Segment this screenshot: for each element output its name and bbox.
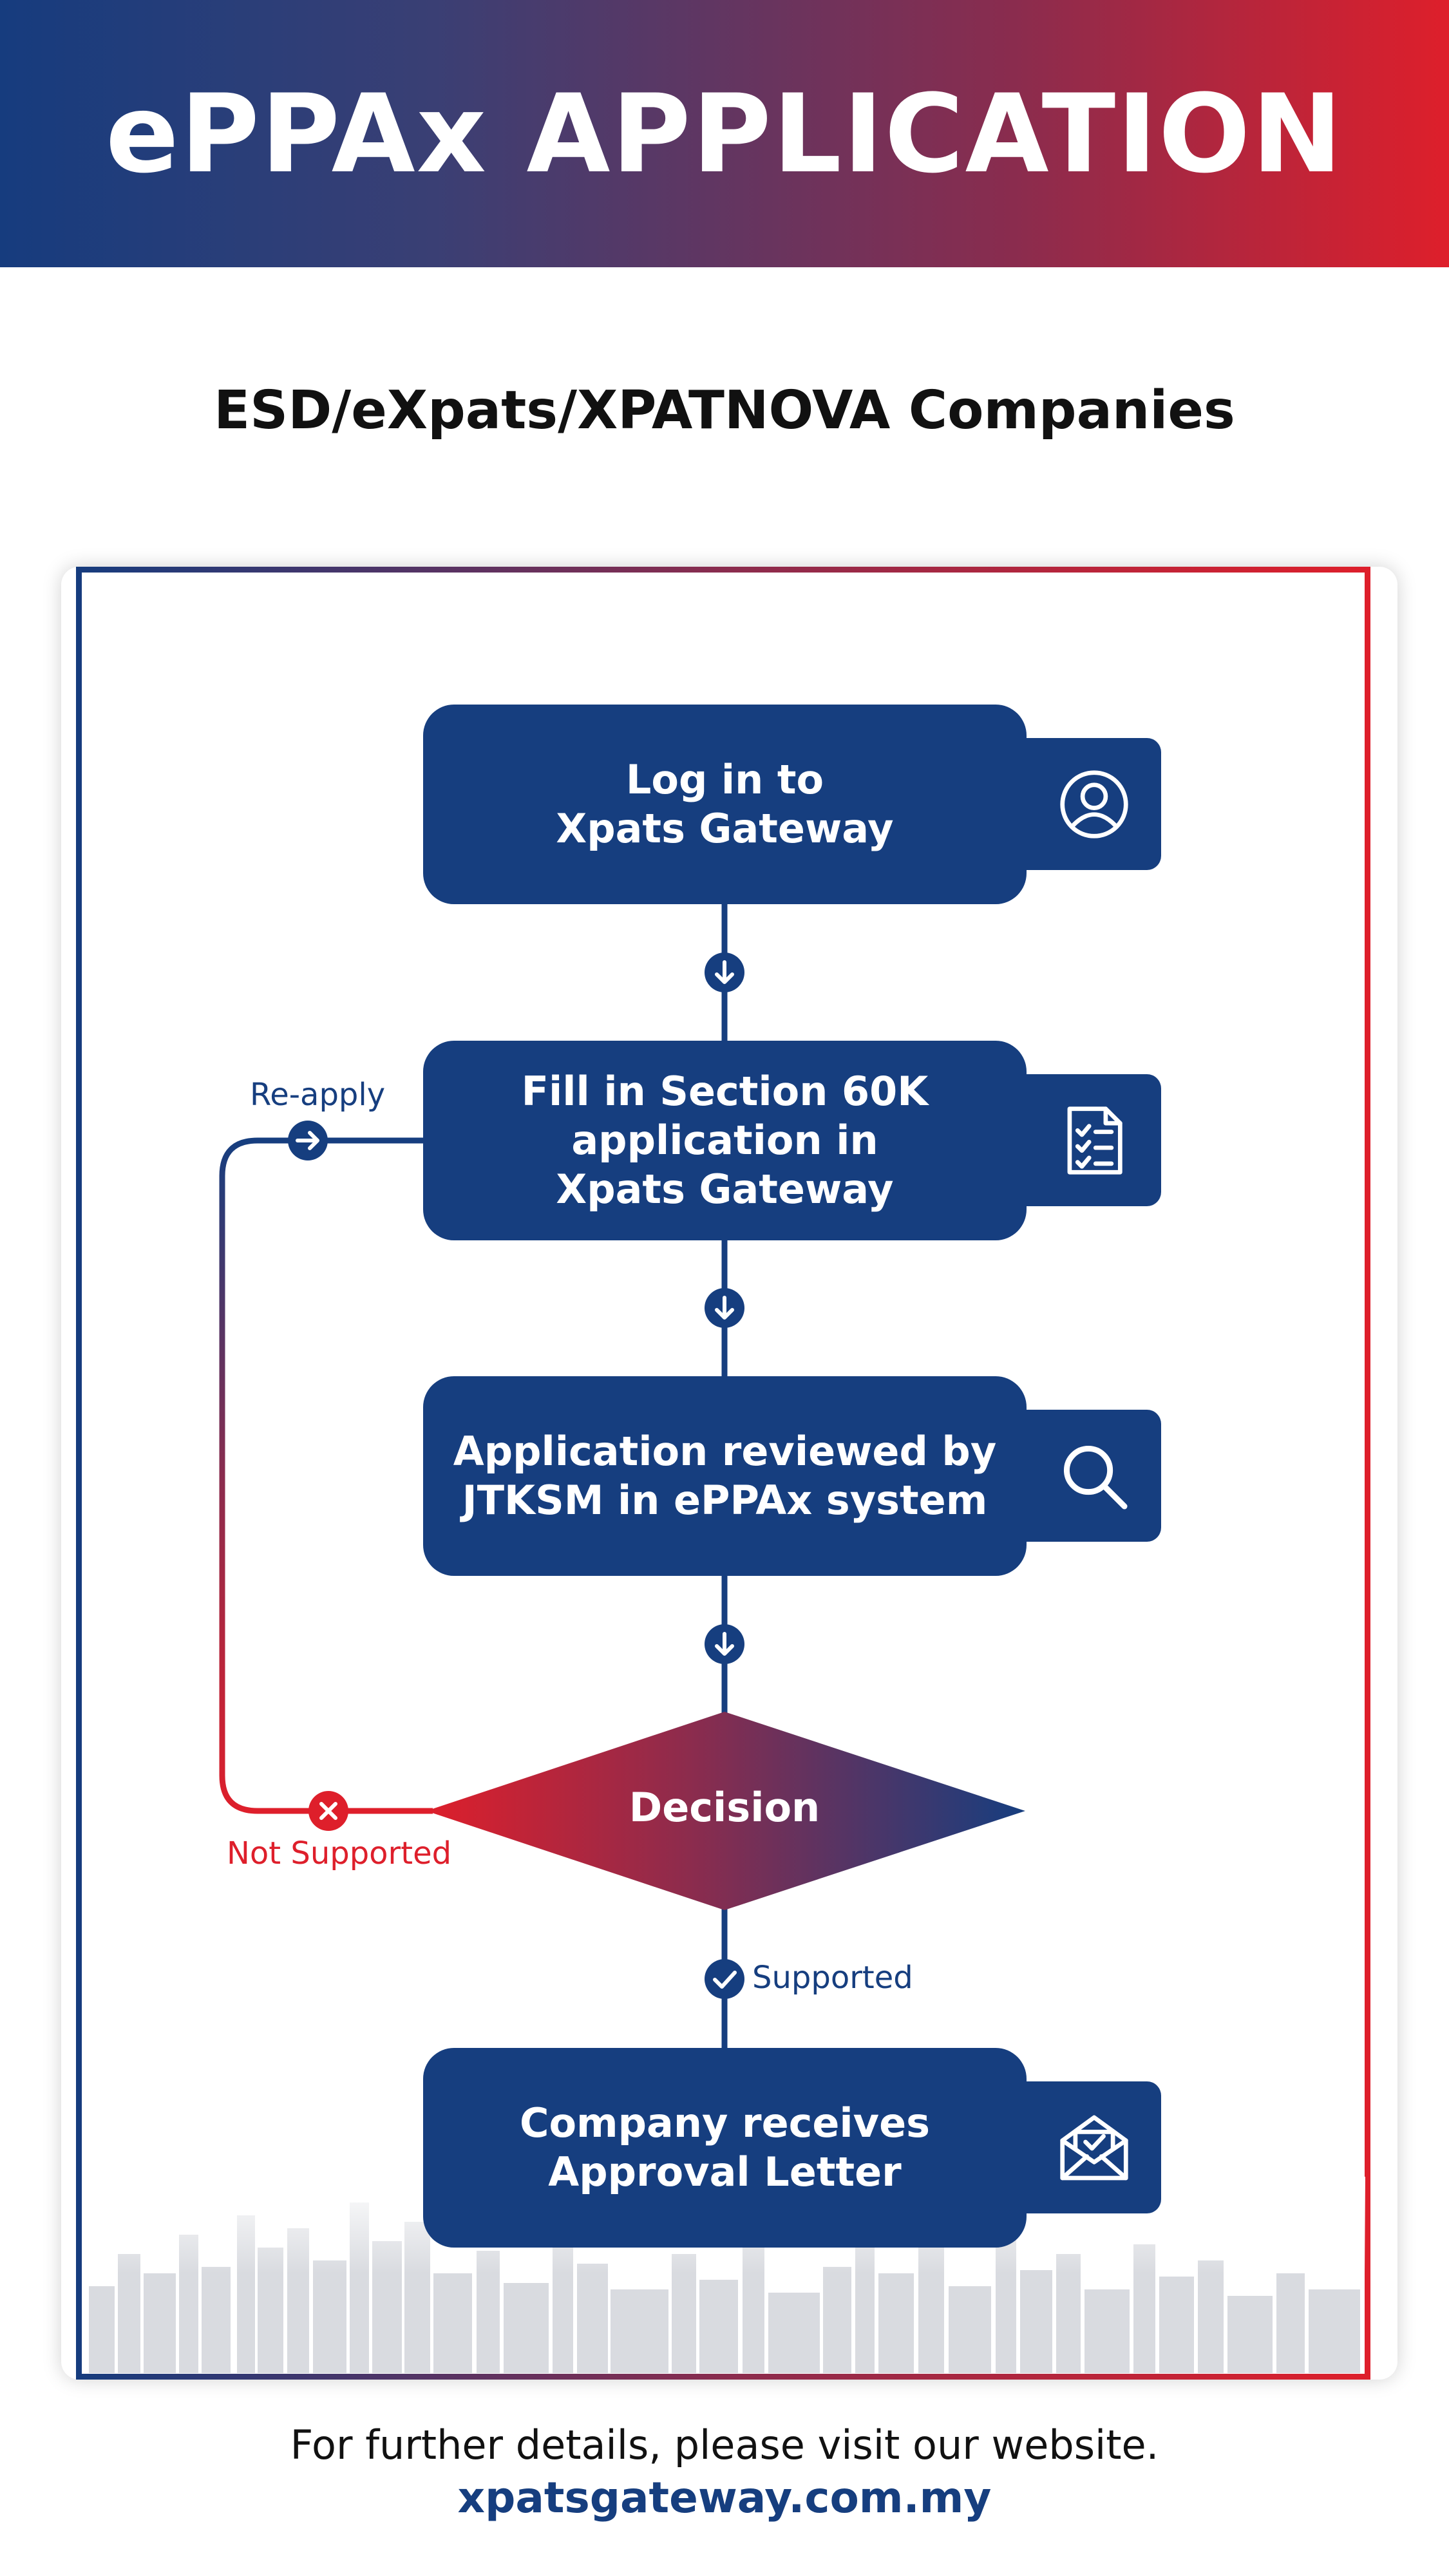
city-skyline-image bbox=[82, 2177, 1365, 2373]
envelope-check-icon bbox=[1060, 2115, 1128, 2180]
arrow-down-icon bbox=[705, 952, 744, 992]
step-log-in: Log in to Xpats Gateway bbox=[423, 705, 1027, 904]
page-title: ePPAx APPLICATION bbox=[105, 70, 1344, 197]
arrow-down-icon bbox=[705, 1624, 744, 1664]
decision-diamond bbox=[426, 1712, 1025, 1910]
close-icon bbox=[308, 1791, 348, 1831]
user-icon bbox=[1060, 770, 1128, 838]
checklist-icon bbox=[1067, 1106, 1122, 1175]
footer-text: For further details, please visit our we… bbox=[290, 2421, 1159, 2468]
search-icon bbox=[1063, 1445, 1128, 1510]
arrow-down-icon bbox=[705, 1288, 744, 1328]
check-icon bbox=[705, 1959, 744, 1999]
supported-label: Supported bbox=[752, 1960, 913, 1996]
website-link[interactable]: xpatsgateway.com.my bbox=[457, 2473, 992, 2523]
not-supported-label: Not Supported bbox=[227, 1835, 452, 1871]
step-approval-letter: Company receives Approval Letter bbox=[423, 2048, 1027, 2248]
decision-label: Decision bbox=[629, 1784, 820, 1831]
step-fill-application: Fill in Section 60K application in Xpats… bbox=[423, 1041, 1027, 1240]
reapply-label: Re-apply bbox=[250, 1077, 386, 1113]
step-application-reviewed: Application reviewed by JTKSM in ePPAx s… bbox=[423, 1376, 1027, 1576]
header-banner: ePPAx APPLICATION bbox=[0, 0, 1449, 267]
arrow-right-icon bbox=[288, 1121, 328, 1160]
page-subtitle: ESD/eXpats/XPATNOVA Companies bbox=[214, 380, 1235, 441]
